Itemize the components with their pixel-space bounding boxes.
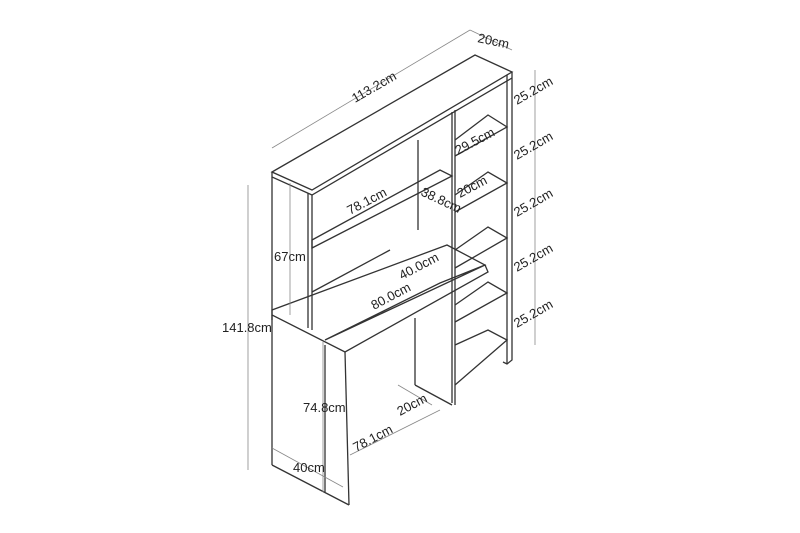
label-side-depth: 40cm <box>293 460 325 475</box>
label-hutch-inner-width: 78.1cm <box>344 184 389 217</box>
label-desk-depth: 40.0cm <box>396 249 441 282</box>
label-shelf-height-3: 25.2cm <box>511 185 555 219</box>
label-desk-height: 74.8cm <box>303 400 346 415</box>
label-total-height: 141.8cm <box>222 320 272 335</box>
label-total-width: 113.2cm <box>349 68 399 105</box>
label-shelf-height-5: 25.2cm <box>511 296 555 330</box>
label-shelf-height-1: 25.2cm <box>511 73 555 107</box>
label-leg-depth: 20cm <box>394 390 429 418</box>
label-knee-width: 78.1cm <box>350 421 395 454</box>
label-shelf-inner-width: 29.5cm <box>452 124 497 157</box>
desk-outline <box>270 54 514 506</box>
label-shelf-height-4: 25.2cm <box>511 240 555 274</box>
label-hutch-side-height: 67cm <box>274 249 306 264</box>
label-shelf-height-2: 25.2cm <box>511 128 555 162</box>
label-shelf-depth-top: 20cm <box>476 30 510 51</box>
dimension-lines <box>247 29 536 492</box>
